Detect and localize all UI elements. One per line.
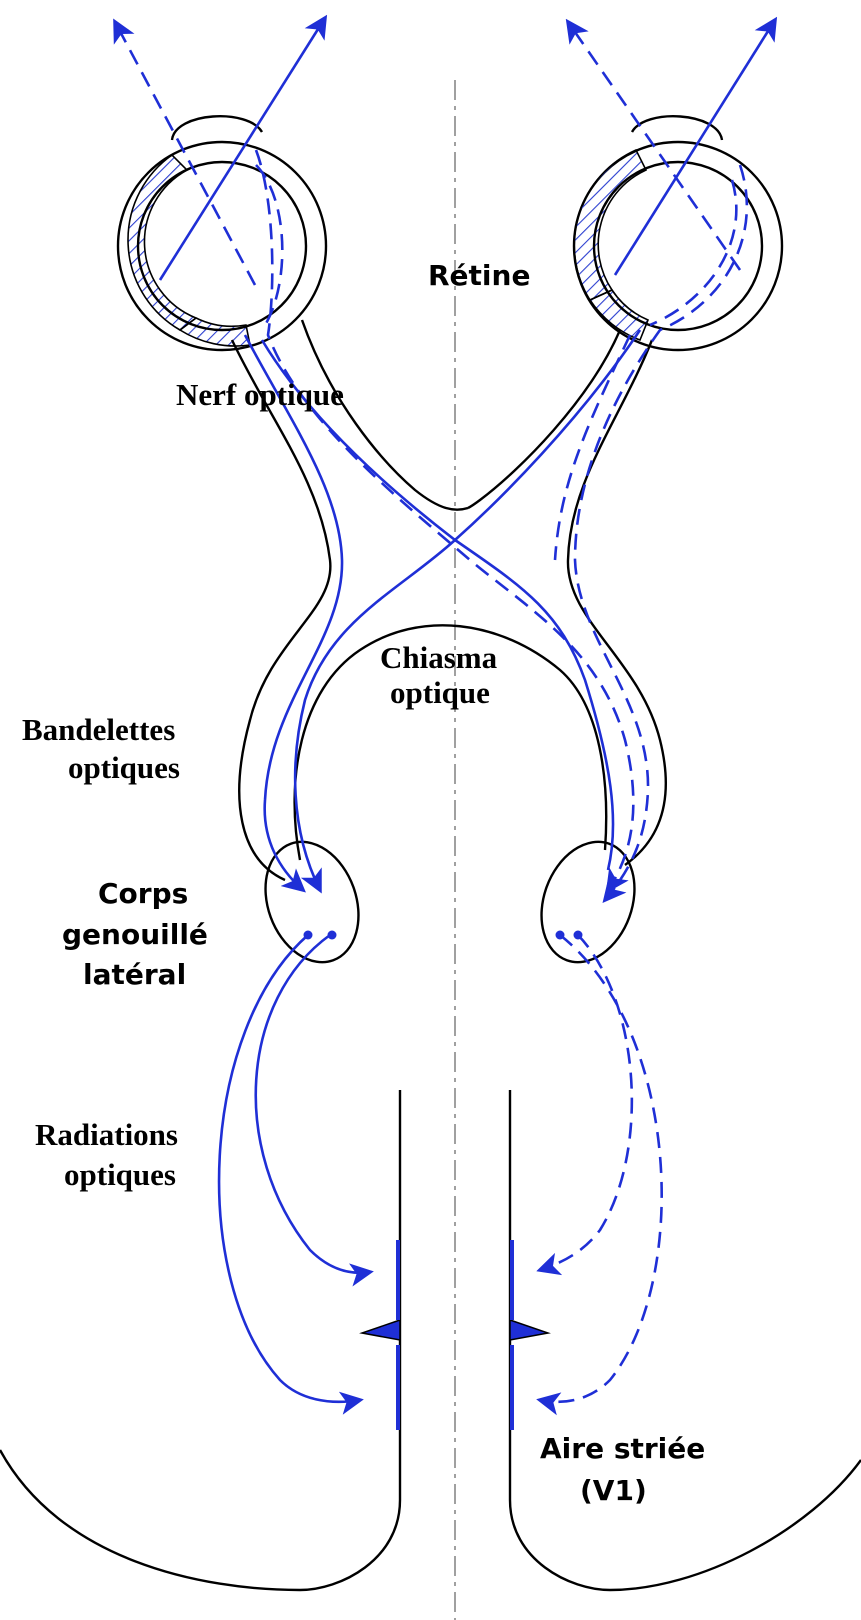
label-tracts-1: Bandelettes [22,712,175,747]
label-striate-2: (V1) [580,1474,647,1507]
label-radiations-2: optiques [64,1157,176,1192]
right-eye [574,116,782,350]
label-chiasm-2: optique [390,675,490,710]
label-tracts-2: optiques [68,750,180,785]
label-retina: Rétine [428,259,530,292]
left-lgn [249,829,374,976]
left-eye [118,116,326,350]
right-lgn [525,829,650,976]
label-radiations-1: Radiations [35,1117,178,1152]
label-lgn-2: genouillé [62,918,208,951]
label-striate-1: Aire striée [540,1432,705,1465]
label-chiasm-1: Chiasma [380,640,498,675]
label-lgn-1: Corps [98,877,188,910]
visual-field-rays [115,18,775,285]
label-optic-nerve: Nerf optique [176,377,344,412]
optic-radiations [219,935,662,1402]
label-lgn-3: latéral [83,958,186,991]
left-cornea [172,116,262,140]
